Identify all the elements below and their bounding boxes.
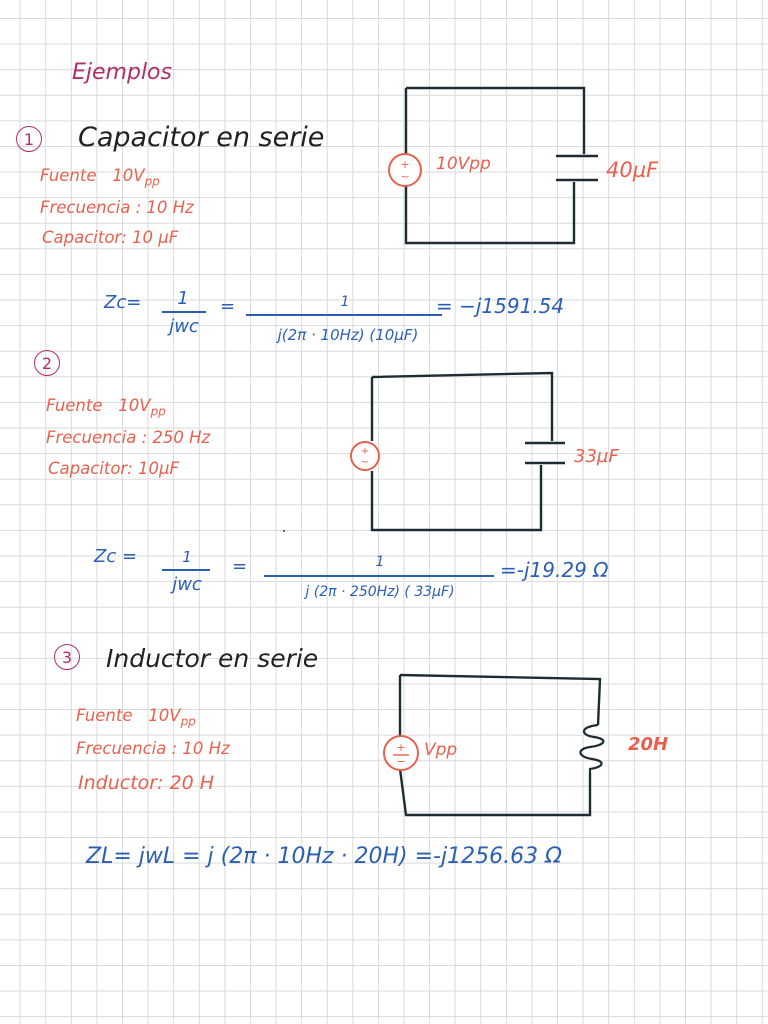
example-2-circuit: + ~ bbox=[350, 371, 565, 532]
example-1-eq1: = bbox=[220, 296, 236, 317]
example-1-frac1-den: jwc bbox=[169, 316, 199, 337]
example-1-circuit: + ~ bbox=[388, 86, 598, 245]
example-3-source-label: Vpp bbox=[424, 740, 458, 760]
stray-dot bbox=[283, 530, 285, 532]
example-1-formula-lhs: Zc= bbox=[104, 292, 142, 313]
example-1-source-label: 10Vpp bbox=[436, 154, 491, 174]
example-3-component-label: 20H bbox=[628, 734, 669, 755]
example-2-capacitor: Capacitor: 10µF bbox=[48, 459, 180, 478]
ac-source-icon: + − bbox=[383, 735, 419, 771]
example-2-component-label: 33µF bbox=[574, 446, 619, 467]
svg-text:~: ~ bbox=[361, 457, 369, 468]
example-1-frac2-den: j(2π · 10Hz) (10µF) bbox=[277, 326, 419, 344]
example-2-frac2-den: j (2π · 250Hz) ( 33µF) bbox=[305, 584, 455, 600]
svg-text:+: + bbox=[361, 446, 369, 457]
example-3-inductor: Inductor: 20 H bbox=[78, 772, 215, 794]
example-3-title: Inductor en serie bbox=[106, 644, 319, 673]
example-3-number: 3 bbox=[54, 644, 80, 670]
example-2-fuente: Fuente 10Vpp bbox=[46, 396, 166, 419]
svg-text:+: + bbox=[400, 158, 409, 171]
example-1-title: Capacitor en serie bbox=[78, 122, 325, 153]
example-2-formula-lhs: Zc = bbox=[94, 546, 138, 567]
example-2-frac2-line bbox=[264, 575, 494, 577]
example-1-number: 1 bbox=[16, 126, 42, 152]
example-1-capacitor: Capacitor: 10 µF bbox=[42, 228, 179, 247]
example-1-frac1-num: 1 bbox=[177, 288, 189, 309]
example-3-formula: ZL= jwL = j (2π · 10Hz · 20H) =-j1256.63… bbox=[86, 844, 562, 869]
inductor-coil-icon bbox=[579, 723, 605, 773]
page-heading: Ejemplos bbox=[72, 60, 172, 85]
svg-text:−: − bbox=[396, 755, 405, 768]
example-2-result: =-j19.29 Ω bbox=[500, 558, 609, 582]
example-2-number: 2 bbox=[34, 350, 60, 376]
example-1-frecuencia: Frecuencia : 10 Hz bbox=[40, 198, 194, 217]
ac-source-icon: + ~ bbox=[388, 153, 422, 187]
example-2-frac1-num: 1 bbox=[182, 548, 192, 566]
example-2-eq1: = bbox=[232, 556, 248, 577]
example-1-frac1-line bbox=[162, 311, 206, 313]
ac-source-icon: + ~ bbox=[350, 441, 380, 471]
example-1-frac2-num: 1 bbox=[340, 294, 350, 310]
example-1-result: = −j1591.54 bbox=[436, 294, 565, 318]
example-2-frac1-den: jwc bbox=[172, 574, 202, 595]
example-3-frecuencia: Frecuencia : 10 Hz bbox=[76, 739, 230, 758]
example-1-fuente: Fuente 10Vpp bbox=[40, 166, 160, 189]
example-3-fuente: Fuente 10Vpp bbox=[76, 706, 196, 729]
example-2-frac2-num: 1 bbox=[375, 554, 385, 570]
svg-text:~: ~ bbox=[400, 170, 409, 183]
example-1-frac2-line bbox=[246, 314, 442, 316]
example-2-frecuencia: Frecuencia : 250 Hz bbox=[46, 428, 211, 447]
example-3-circuit: + − bbox=[383, 673, 605, 817]
svg-text:+: + bbox=[396, 741, 405, 754]
example-1-component-label: 40µF bbox=[606, 158, 659, 182]
example-2-frac1-line bbox=[162, 569, 210, 571]
